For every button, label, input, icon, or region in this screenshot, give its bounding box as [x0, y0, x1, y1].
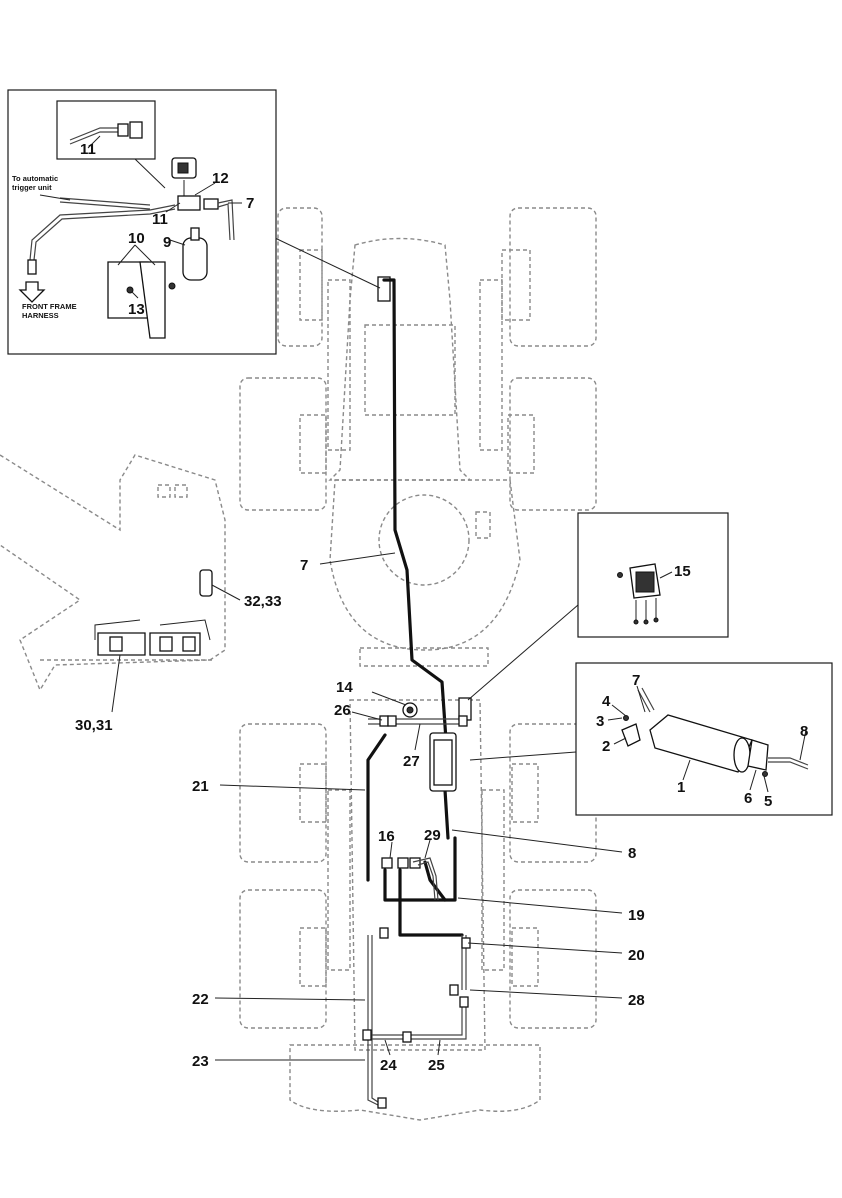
- callout-29: 29: [424, 827, 441, 844]
- callout-25: 25: [428, 1057, 445, 1074]
- detail-box-extinguisher: [575, 662, 833, 816]
- main-hose-routing: [362, 276, 472, 1109]
- note-trigger-line1: To automatic: [12, 174, 58, 183]
- callout-22: 22: [192, 991, 209, 1008]
- callout-9: 9: [163, 234, 171, 251]
- callout-2: 2: [602, 738, 610, 755]
- callout-26: 26: [334, 702, 351, 719]
- callout-15: 15: [674, 563, 691, 580]
- hose-7: [382, 278, 448, 742]
- callout-19: 19: [628, 907, 645, 924]
- callout-28: 28: [628, 992, 645, 1009]
- callout-27: 27: [403, 753, 420, 770]
- cab-nozzle-32-33: [199, 569, 213, 597]
- callout-12: 12: [212, 170, 229, 187]
- callout-14: 14: [336, 679, 353, 696]
- callout-20: 20: [628, 947, 645, 964]
- leader-lines: [111, 237, 623, 1061]
- note-harness-line1: FRONT FRAME: [22, 302, 77, 311]
- callout-7-detail: 7: [632, 672, 640, 689]
- hose-19: [383, 836, 457, 902]
- machine-outline: [0, 207, 597, 1121]
- callout-4: 4: [602, 693, 611, 710]
- hose-21: [366, 733, 387, 882]
- inset-trigger-assembly: [7, 89, 277, 355]
- callout-32-33: 32,33: [244, 593, 282, 610]
- detail-box-15: [577, 512, 729, 638]
- cab-components: [94, 569, 213, 656]
- note-trigger-line2: trigger unit: [12, 183, 52, 192]
- callout-8-main: 8: [628, 845, 636, 862]
- callout-8-detail: 8: [800, 723, 808, 740]
- note-harness-line2: HARNESS: [22, 311, 59, 320]
- callout-21: 21: [192, 778, 209, 795]
- callout-16: 16: [378, 828, 395, 845]
- hose-20: [398, 868, 464, 937]
- callout-3: 3: [596, 713, 604, 730]
- hose-8: [443, 788, 450, 840]
- callout-6: 6: [744, 790, 752, 807]
- callout-labels: 11 12 11 7 10 9 13 To automatic trigger …: [12, 141, 808, 1074]
- callout-11-top: 11: [80, 141, 96, 158]
- callout-11-mid: 11: [152, 211, 168, 228]
- callout-1: 1: [677, 779, 685, 796]
- callout-30-31: 30,31: [75, 717, 113, 734]
- callout-23: 23: [192, 1053, 209, 1070]
- callout-13: 13: [128, 301, 145, 318]
- callout-10: 10: [128, 230, 145, 247]
- callout-7-inset: 7: [246, 195, 254, 212]
- callout-7-main: 7: [300, 557, 308, 574]
- callout-5: 5: [764, 793, 772, 810]
- callout-24: 24: [380, 1057, 397, 1074]
